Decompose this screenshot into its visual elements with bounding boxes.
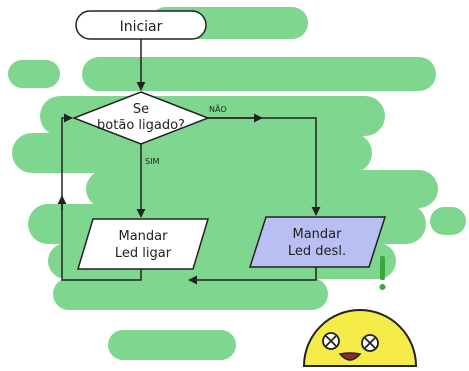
action-led-off-shape — [248, 216, 387, 268]
action-led-off: Mandar Led desl. — [248, 216, 387, 268]
yes-branch-label: SIM — [145, 157, 159, 166]
decision-line-2: botão ligado? — [97, 118, 185, 133]
no-branch-label: NÃO — [209, 104, 227, 114]
action-led-off-line-2: Led desl. — [288, 244, 346, 259]
exclamation-icon — [379, 256, 386, 290]
action-led-on: Mandar Led ligar — [76, 218, 210, 270]
background-blobs — [8, 7, 466, 360]
connector-led-on-return — [61, 113, 142, 281]
blob-row-7 — [53, 278, 328, 310]
action-led-on-shape — [76, 218, 210, 270]
decision-node: Se botão ligado? — [71, 91, 211, 145]
blob-small-left — [8, 60, 60, 88]
action-led-on-line-1: Mandar — [119, 229, 169, 244]
start-label: Iniciar — [120, 19, 163, 35]
action-led-off-line-1: Mandar — [293, 227, 343, 242]
decision-line-1: Se — [133, 102, 149, 117]
start-node: Iniciar — [75, 10, 207, 40]
blob-row-4 — [86, 170, 438, 208]
blob-row-3 — [12, 133, 372, 173]
mascot-icon — [302, 309, 418, 367]
blob-bottom — [108, 330, 236, 360]
blob-row-1 — [82, 57, 436, 91]
blob-small-right — [430, 207, 466, 235]
action-led-on-line-2: Led ligar — [115, 246, 172, 261]
connectors — [57, 39, 321, 285]
connector-led-off-return — [188, 267, 317, 285]
